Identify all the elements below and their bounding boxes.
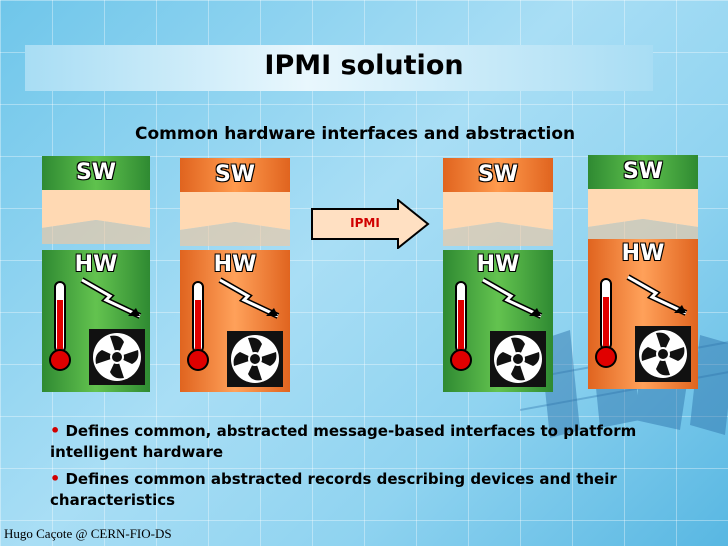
lightning-icon: [481, 277, 543, 319]
thermometer-icon: [49, 281, 71, 371]
lightning-icon: [80, 277, 142, 319]
stack-1: SW HW: [42, 156, 150, 392]
fan-icon: [490, 331, 546, 387]
sw-layer: SW: [180, 158, 290, 194]
sw-layer: SW: [42, 156, 150, 192]
interface-chevron: [588, 189, 698, 243]
bullet-marker: •: [50, 421, 61, 440]
footer-credit: Hugo Caçote @ CERN-FIO-DS: [4, 526, 172, 541]
lightning-icon: [626, 274, 688, 316]
hw-layer: HW: [42, 250, 150, 392]
hw-label: HW: [476, 252, 520, 277]
hw-layer: HW: [180, 250, 290, 392]
bullet-list: • Defines common, abstracted message-bas…: [50, 420, 690, 516]
stack-4: SW HW: [588, 155, 698, 389]
bullet-item: • Defines common abstracted records desc…: [50, 468, 690, 511]
sw-layer: SW: [443, 158, 553, 194]
hw-layer: HW: [588, 239, 698, 389]
interface-chevron: [42, 190, 150, 244]
hw-layer: HW: [443, 250, 553, 392]
title-bar: [25, 45, 653, 91]
thermometer-icon: [595, 278, 617, 368]
fan-icon: [89, 329, 145, 385]
thermometer-icon: [450, 281, 472, 371]
fan-icon: [635, 326, 691, 382]
interface-chevron: [443, 192, 553, 246]
hw-label: HW: [621, 241, 665, 266]
thermometer-icon: [187, 281, 209, 371]
sw-layer: SW: [588, 155, 698, 191]
bullet-text: Defines common abstracted records descri…: [50, 470, 617, 509]
stack-3: SW HW: [443, 158, 553, 392]
bullet-text: Defines common, abstracted message-based…: [50, 422, 637, 461]
bullet-item: • Defines common, abstracted message-bas…: [50, 420, 690, 463]
slide-subtitle: Common hardware interfaces and abstracti…: [135, 124, 576, 144]
hw-label: HW: [74, 252, 118, 277]
fan-icon: [227, 331, 283, 387]
ipmi-arrow-label: IPMI: [350, 216, 380, 230]
interface-chevron: [180, 192, 290, 246]
slide-title: IPMI solution: [264, 50, 464, 81]
lightning-icon: [218, 277, 280, 319]
hw-label: HW: [213, 252, 257, 277]
stack-2: SW HW: [180, 158, 290, 396]
right-arrow-icon: [311, 199, 430, 249]
bullet-marker: •: [50, 469, 61, 488]
